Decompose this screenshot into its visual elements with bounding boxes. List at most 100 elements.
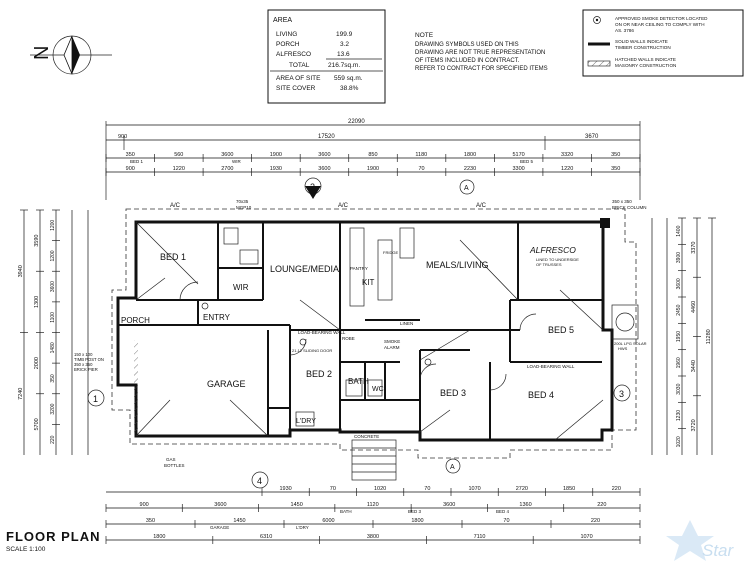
note-line: DRAWING ARE NOT TRUE REPRESENTATION [415,50,545,56]
drawing-scale: SCALE 1:100 [6,546,46,553]
dim-label: 3720 [691,419,697,431]
dim-label: 850 [368,152,377,158]
dim-label: 1180 [415,152,427,158]
dim-label: 70 [418,166,424,172]
dim-label: 350 [611,166,620,172]
dim-label: 1220 [173,166,185,172]
dim-label: 1450 [291,502,303,508]
drawing-title: FLOOR PLAN [6,529,101,544]
dim-label: 3590 [34,235,40,247]
dim-room-label: BED 4 [496,509,510,514]
room-garage: GARAGE [207,379,246,389]
dim-label: 1800 [464,152,476,158]
column-note: BRICK COLUMN [612,205,647,210]
dim-label: 220 [612,486,621,492]
room-label-small: ROBE [342,336,355,341]
solar-note: 200L LPG SOLAR [614,341,647,346]
dim-label: 3200 [50,403,56,414]
dim-label: 1900 [367,166,379,172]
pier-note: TIMB POST ON [74,357,104,362]
dim-label: 11280 [706,329,712,344]
dim-label: 22090 [348,119,365,125]
dim-label: 1200 [50,250,56,261]
dim-label: 3600 [221,152,233,158]
dim-label: 1800 [153,534,165,540]
legend-text: ON OR NEAR CEILING TO COMPLY WITH [615,22,705,27]
dim-label: 3940 [18,265,24,277]
dim-label: 1900 [270,152,282,158]
dim-label: 3320 [561,152,573,158]
dim-label: 350 [50,374,56,383]
fridge-note: FRIDGE [383,250,398,255]
dim-label: 1950 [676,331,682,342]
annotations: A/C A/C A/C 70x35 MGP10 LOAD-BEARING WAL… [74,199,647,468]
legend-text: SOLID WALLS INDICATE [615,39,668,44]
smoke-detector-icon [424,358,432,366]
room-wc: WC [372,386,384,393]
smoke-note: SMOKE [384,339,400,344]
smoke-detector-icon [593,16,601,24]
room-alfresco: ALFRESCO [529,245,576,255]
room-kit: KIT [362,278,375,287]
pier-note: BRICK PIER [74,367,98,372]
dim-label: 17520 [318,134,335,140]
member-size: MGP10 [236,205,252,210]
title-block: FLOOR PLAN SCALE 1:100 [6,529,101,553]
dim-label: 3600 [676,278,682,289]
dim-label: 1020 [374,486,386,492]
right-dimensions: 1128033704460344037201400390036002450195… [651,217,716,455]
dim-label: 3670 [585,134,599,140]
ac-label: A/C [170,203,181,209]
north-label: N [31,46,53,60]
dim-label: 1300 [34,296,40,308]
dim-label: 220 [50,435,56,444]
dim-label: 1070 [468,486,480,492]
note-line: DRAWING SYMBOLS USED ON THIS [415,42,519,48]
area-table: AREA LIVING 199.9 PORCH 3.2 ALFRESCO 13.… [267,9,386,104]
dim-label: 1400 [676,225,682,236]
dim-label: 3800 [367,534,379,540]
dim-label: 5700 [34,418,40,430]
dim-label: 1230 [676,410,682,421]
dim-label: 70 [424,486,430,492]
gas-note: GAS [166,457,176,462]
site-value: 38.8% [340,85,359,92]
load-wall-label: LOAD-BEARING WALL [527,364,575,369]
room-bed5: BED 5 [548,325,574,335]
room-porch: PORCH [121,316,150,325]
dim-room-label: GARAGE [210,525,229,530]
dim-label: 350 [611,152,620,158]
building-outline [111,208,639,481]
column-note: 350 x 350 [612,199,632,204]
dim-label: 3900 [676,252,682,263]
legend-text: APPROVED SMOKE DETECTOR LOCATED [615,16,708,21]
section-markers: 2 1 3 4 A A [87,177,631,489]
dim-label: 5170 [512,152,524,158]
dim-label: 7110 [474,534,486,540]
dim-label: 1960 [676,357,682,368]
symbol-legend: APPROVED SMOKE DETECTOR LOCATED ON OR NE… [582,9,744,77]
legend-text: MASONRY CONSTRUCTION [615,63,676,68]
section-marker: 2 [310,182,315,192]
dim-label: 3600 [443,502,455,508]
room-ldry: L'DRY [296,418,316,425]
dim-room-label: BED 3 [408,509,422,514]
dim-label: 350 [146,518,155,524]
area-value: 216.7sq.m. [328,62,360,69]
dim-label: 3300 [512,166,524,172]
dim-label: 900 [126,166,135,172]
dim-label: 1070 [580,534,592,540]
dim-label: 1100 [50,312,56,323]
dim-label: 900 [140,502,149,508]
drawing-note: NOTE DRAWING SYMBOLS USED ON THIS DRAWIN… [415,32,548,72]
dim-room-label: BED 1 [130,159,144,164]
site-label: SITE COVER [276,85,316,92]
note-heading: NOTE [415,32,434,39]
dim-label: 1120 [367,502,379,508]
room-label-small: PANTRY [350,266,368,271]
dim-label: 560 [174,152,183,158]
room-bed2: BED 2 [306,369,332,379]
section-letter: A [464,185,469,192]
dim-label: 6310 [260,534,272,540]
smoke-detector-icon [201,302,209,310]
